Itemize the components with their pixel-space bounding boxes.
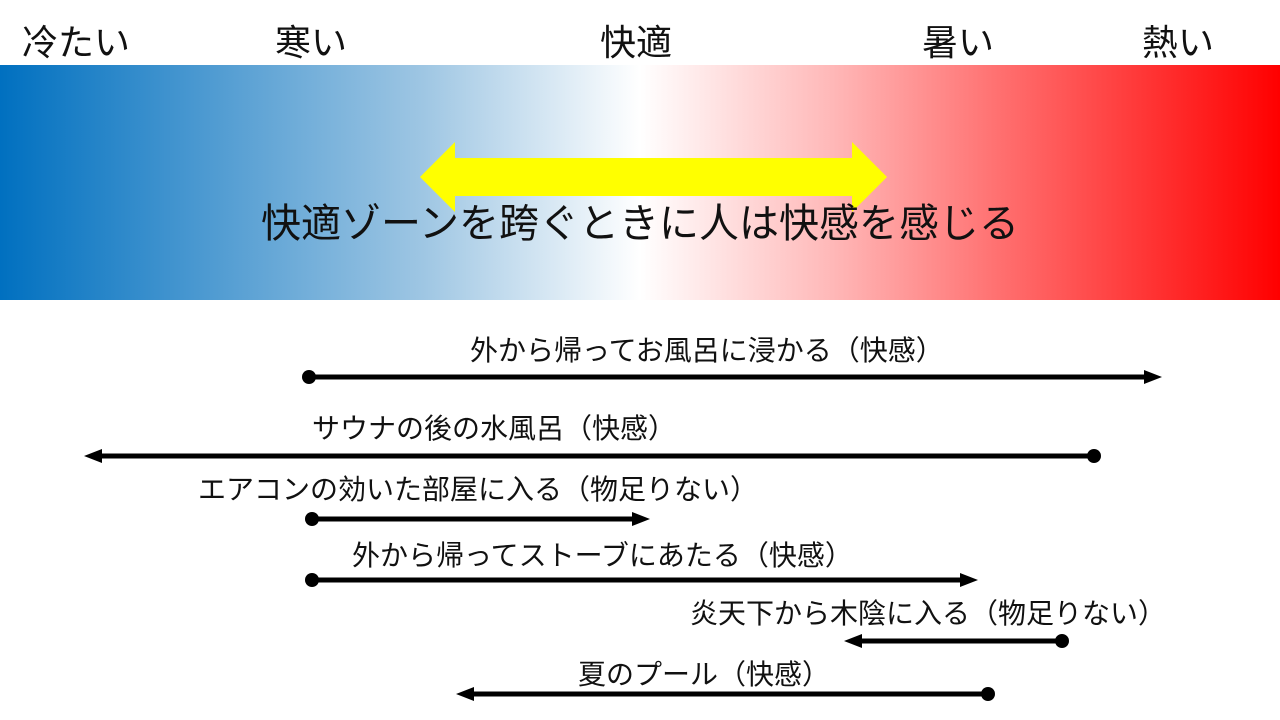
comfort-zone-arrow-shape — [420, 142, 887, 212]
example-label-aircon: エアコンの効いた部屋に入る（物足りない） — [198, 473, 759, 506]
example-label-shade: 炎天下から木陰に入る（物足りない） — [690, 597, 1167, 630]
example-label-bath: 外から帰ってお風呂に浸かる（快感） — [470, 334, 944, 367]
banner-text: 快適ゾーンを跨ぐときに人は快感を感じる — [261, 201, 1019, 247]
example-label-stove: 外から帰ってストーブにあたる（快感） — [352, 539, 853, 572]
example-arrow-pool — [456, 687, 995, 701]
example-arrow-bath — [302, 370, 1162, 384]
example-label-pool: 夏のプール（快感） — [578, 658, 831, 691]
example-arrow-aircon — [305, 512, 650, 526]
example-arrow-sauna — [84, 449, 1101, 463]
scale-label-hot: 熱い — [1142, 23, 1215, 64]
example-label-sauna: サウナの後の水風呂（快感） — [312, 412, 677, 445]
scale-label-comfortable: 快適 — [600, 23, 673, 64]
example-arrow-stove — [305, 573, 978, 587]
scale-label-warm: 暑い — [922, 23, 995, 64]
example-arrow-shade — [844, 634, 1069, 648]
scale-label-cold: 冷たい — [22, 23, 131, 64]
scale-label-cool: 寒い — [275, 23, 348, 64]
